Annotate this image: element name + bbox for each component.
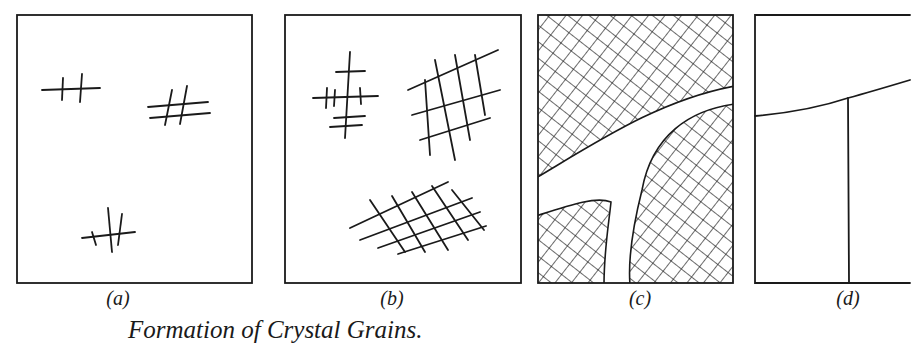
panel-label: (a)	[106, 287, 129, 310]
panel-frame	[285, 15, 521, 283]
figure-caption: Formation of Crystal Grains.	[128, 316, 422, 344]
panel-label: (d)	[836, 287, 859, 310]
dendrite	[408, 50, 500, 160]
panel-frame	[755, 15, 910, 283]
dendrite	[350, 182, 486, 254]
grains	[538, 15, 733, 283]
grain-boundary	[848, 98, 849, 283]
nucleus	[148, 86, 210, 125]
panel-frame	[17, 15, 252, 283]
nucleus	[82, 208, 135, 252]
panel-label: (c)	[629, 287, 651, 310]
panel-label: (b)	[380, 287, 403, 310]
nucleus	[42, 74, 100, 102]
dendrite	[313, 52, 378, 138]
grain-boundary	[755, 80, 910, 116]
panel-frame	[538, 15, 733, 283]
